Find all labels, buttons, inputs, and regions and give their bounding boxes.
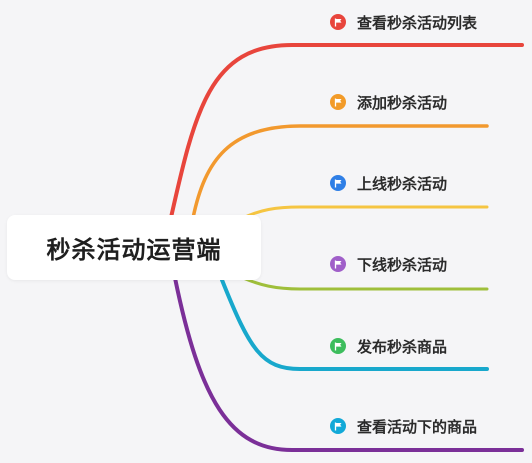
flag-icon	[330, 14, 346, 30]
branch-label: 添加秒杀活动	[357, 93, 448, 112]
branch-node-2[interactable]: 添加秒杀活动	[330, 90, 447, 114]
flag-icon	[330, 94, 346, 110]
flag-icon	[330, 338, 346, 354]
flag-icon	[330, 256, 346, 272]
root-node[interactable]: 秒杀活动运营端	[7, 215, 261, 280]
branch-label: 发布秒杀商品	[357, 337, 448, 356]
connector-line-2	[191, 124, 489, 220]
connector-line-4	[241, 276, 489, 291]
branch-node-5[interactable]: 发布秒杀商品	[330, 334, 447, 358]
root-label: 秒杀活动运营端	[46, 236, 222, 264]
branch-label: 上线秒杀活动	[357, 174, 448, 193]
branch-node-4[interactable]: 下线秒杀活动	[330, 252, 447, 276]
branch-node-1[interactable]: 查看秒杀活动列表	[330, 10, 477, 34]
branch-label: 查看秒杀活动列表	[357, 13, 478, 32]
connector-line-5	[220, 278, 489, 371]
branch-node-6[interactable]: 查看活动下的商品	[330, 414, 477, 438]
connector-line-1	[168, 43, 524, 224]
branch-label: 下线秒杀活动	[357, 255, 448, 274]
branch-node-3[interactable]: 上线秒杀活动	[330, 171, 447, 195]
flag-icon	[330, 175, 346, 191]
connector-line-3	[241, 205, 489, 220]
connector-line-6	[173, 276, 524, 452]
flag-icon	[330, 418, 346, 434]
branch-label: 查看活动下的商品	[357, 417, 478, 436]
